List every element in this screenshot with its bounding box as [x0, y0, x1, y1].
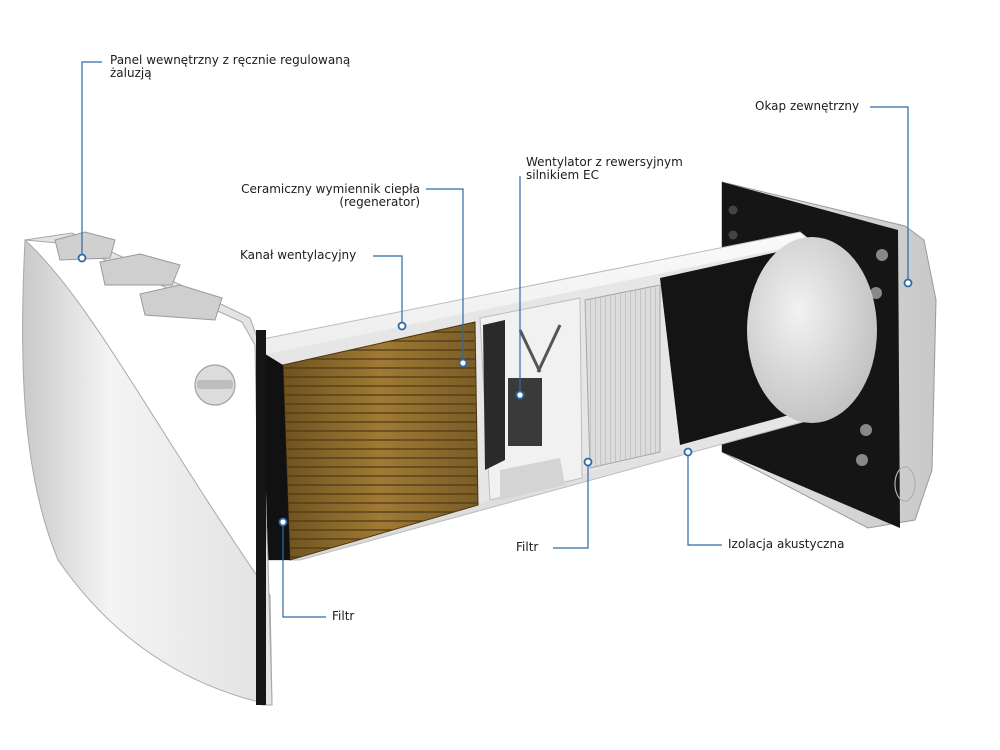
- label-duct: Kanał wentylacyjny: [240, 248, 357, 262]
- label-heat-exchanger: Ceramiczny wymiennik ciepła (regenerator…: [241, 182, 420, 209]
- dot-inner-panel: [77, 253, 87, 263]
- label-outer-hood: Okap zewnętrzny: [755, 99, 860, 113]
- dot-filter-middle: [583, 457, 593, 467]
- dot-duct: [397, 321, 407, 331]
- label-fan: Wentylator z rewersyjnym silnikiem EC: [526, 155, 683, 182]
- dot-filter-left: [278, 517, 288, 527]
- ceramic-heat-exchanger: [262, 321, 479, 561]
- leader-filter-middle: [553, 462, 589, 549]
- leader-outer-hood: [870, 106, 909, 283]
- callout-dots: [77, 253, 913, 527]
- fan-assembly: [479, 297, 583, 501]
- dot-fan: [515, 390, 525, 400]
- label-inner-panel: Panel wewnętrzny z ręcznie regulowaną ża…: [110, 53, 351, 80]
- label-filter-left: Filtr: [332, 609, 355, 623]
- leader-heat-exchanger: [426, 188, 464, 363]
- label-filter-middle: Filtr: [516, 540, 539, 554]
- leader-acoustic-insulation: [687, 452, 722, 546]
- filter-middle: [584, 284, 661, 469]
- label-acoustic-insulation: Izolacja akustyczna: [728, 537, 845, 551]
- leader-inner-panel: [81, 61, 102, 258]
- inner-panel: [22, 231, 273, 706]
- leader-lines: [81, 61, 909, 618]
- leader-duct: [373, 255, 403, 326]
- dot-outer-hood: [903, 278, 913, 288]
- leader-filter-left: [282, 522, 326, 618]
- dot-acoustic-insulation: [683, 447, 693, 457]
- dot-heat-exchanger: [458, 358, 468, 368]
- acoustic-insulation: [660, 237, 877, 445]
